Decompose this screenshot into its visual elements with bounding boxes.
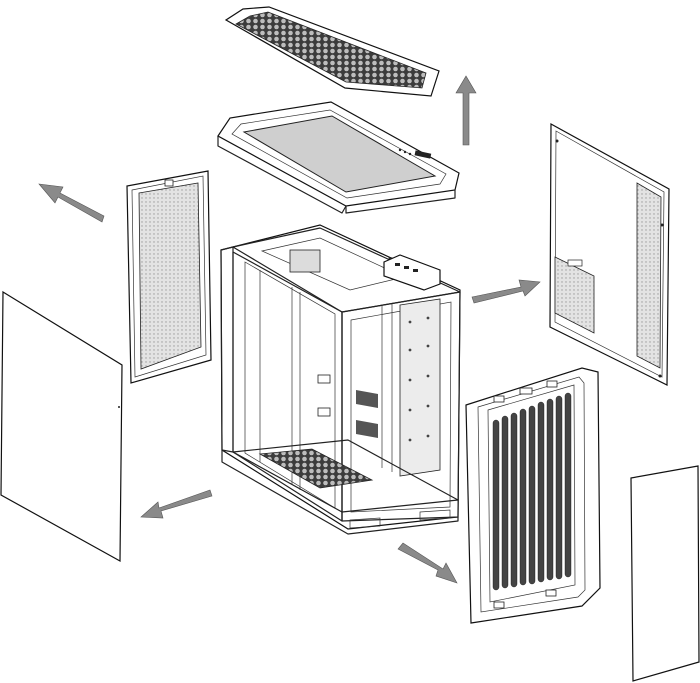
side-glass-right bbox=[630, 465, 700, 682]
arrow-up bbox=[455, 75, 477, 146]
arrow-up-left bbox=[38, 183, 105, 223]
arrow-down-left bbox=[140, 489, 213, 519]
top-panel-frame bbox=[217, 101, 460, 214]
front-mesh-filter bbox=[126, 170, 212, 384]
chassis bbox=[220, 224, 461, 535]
front-glass-panel bbox=[0, 290, 123, 563]
arrow-down-right bbox=[397, 542, 458, 584]
top-mesh-filter bbox=[224, 6, 440, 97]
side-panel-right bbox=[549, 122, 670, 386]
arrow-right bbox=[471, 279, 541, 304]
bottom-front-grille bbox=[465, 367, 601, 624]
